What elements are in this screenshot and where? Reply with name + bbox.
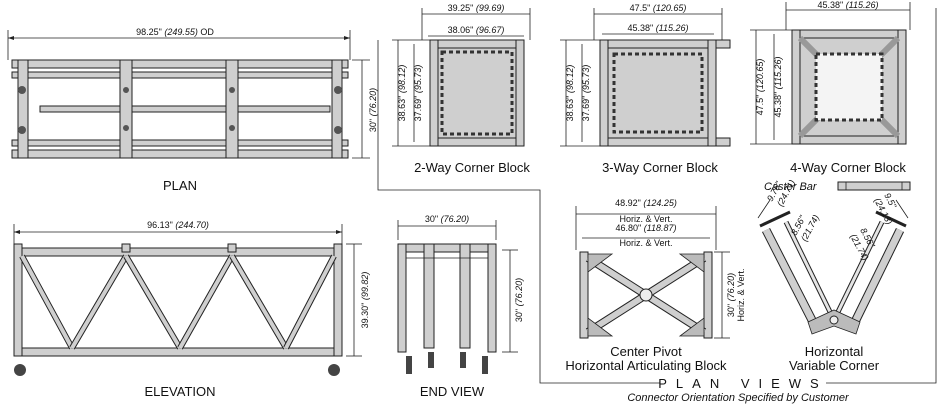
end-view-height-dim: 30" (76.20) [514,278,524,322]
center-pivot-outer-dim: 48.92" (124.25) [615,198,677,208]
four-way-top-inner-dim: 45.38" (115.26) [817,0,878,10]
three-way-side-inner-dim: 37.69" (95.73) [581,65,591,122]
three-way-label: 3-Way Corner Block [602,160,718,175]
four-way-corner-block: 45.38" (115.26) 47.5" (120.65) 45.38" (1… [750,0,911,175]
plan-views-note: Connector Orientation Specified by Custo… [627,392,850,404]
center-pivot-block: 48.92" (124.25) Horiz. & Vert. 46.80" (1… [565,198,746,373]
plan-views-title: PLAN VIEWS [658,376,827,391]
four-way-label: 4-Way Corner Block [790,160,906,175]
center-pivot-label-2: Horizontal Articulating Block [565,358,727,373]
three-way-side-outer-dim: 38.63" (98.12) [565,65,575,122]
three-way-top-inner-dim: 45.38" (115.26) [627,23,688,33]
three-way-top-outer-dim: 47.5" (120.65) [630,3,687,13]
plan-label: PLAN [163,178,197,193]
elevation-label: ELEVATION [144,384,215,399]
plan-height-dim: 30" (76.20) [368,88,378,132]
two-way-corner-block: 39.25" (99.69) 38.06" (96.67) 38.63" (98… [392,3,530,175]
end-view-width-dim: 30" (76.20) [425,214,469,224]
center-pivot-inner-sub: Horiz. & Vert. [619,238,672,248]
two-way-top-outer-dim: 39.25" (99.69) [448,3,505,13]
four-way-side-inner-dim: 45.38" (115.26) [773,56,783,117]
variable-corner-label-1: Horizontal [805,344,864,359]
two-way-label: 2-Way Corner Block [414,160,530,175]
two-way-side-inner-dim: 37.69" (95.73) [413,65,423,122]
caster-bar-label: Caster Bar [764,181,818,193]
plan-views-border [377,8,937,384]
plan-length-dim: 98.25" (249.55) OD [136,27,214,37]
center-pivot-height-sub: Horiz. & Vert. [736,268,746,321]
variable-corner: 9.75" (24.71) 8.56" (21.74) 9.5" (24.13)… [757,178,909,373]
caster-bar: Caster Bar [764,181,911,193]
plan-view: 98.25" (249.55) OD 30" (76.20) PLAN [7,27,378,193]
center-pivot-label-1: Center Pivot [610,344,682,359]
elevation-length-dim: 96.13" (244.70) [147,220,209,230]
end-view: 30" (76.20) 30" (76.20) END VIEW [397,214,524,399]
center-pivot-height-dim: 30" (76.20) [726,273,736,317]
center-pivot-inner-dim: 46.80" (118.87) [615,223,676,233]
elevation-view: 96.13" (244.70) 39.30" (99.82) ELEVATION [13,220,370,399]
two-way-top-inner-dim: 38.06" (96.67) [448,25,505,35]
three-way-corner-block: 47.5" (120.65) 45.38" (115.26) 38.63" (9… [560,3,731,175]
elevation-height-dim: 39.30" (99.82) [360,272,370,329]
end-view-label: END VIEW [420,384,485,399]
center-pivot-outer-sub: Horiz. & Vert. [619,214,672,224]
four-way-side-outer-dim: 47.5" (120.65) [755,59,765,116]
two-way-side-outer-dim: 38.63" (98.12) [397,65,407,122]
variable-corner-label-2: Variable Corner [789,358,880,373]
